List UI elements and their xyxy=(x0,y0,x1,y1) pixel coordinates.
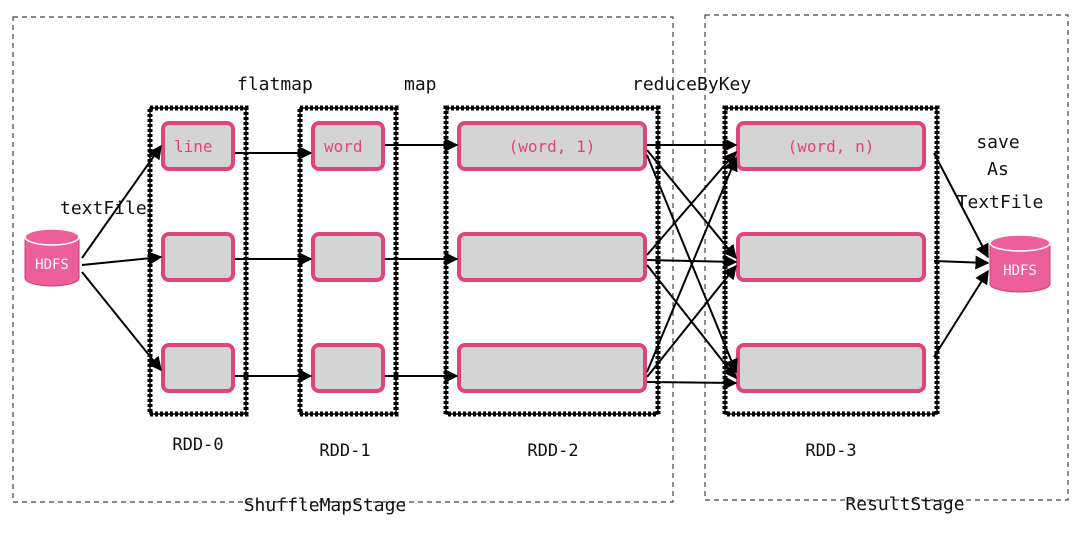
rdd3-label: RDD-3 xyxy=(805,441,856,461)
rdd0-partition-1 xyxy=(161,121,235,171)
rdd0-partition-1-text: line xyxy=(174,137,213,156)
rdd2-partition-1-text: (word, 1) xyxy=(509,137,596,156)
rdd3-partition-3 xyxy=(736,343,926,393)
shuffle-edges xyxy=(646,138,738,390)
rdd2-partition-1 xyxy=(457,121,647,171)
rdd3-partition-2 xyxy=(736,232,926,282)
rdd2-label: RDD-2 xyxy=(527,441,578,461)
op-map-label: map xyxy=(404,74,437,95)
edge-hdfs-rdd0-2 xyxy=(81,251,163,266)
result-stage-boundary xyxy=(704,14,1069,501)
edge-rdd3-hdfs-3 xyxy=(933,269,989,358)
op-save-label-line3: TextFile xyxy=(957,192,1044,213)
rdd0-partition-2 xyxy=(161,232,235,282)
edge-rdd3-hdfs-1 xyxy=(933,152,989,259)
rdd3-partition-1-text: (word, n) xyxy=(788,137,875,156)
op-reducebykey-label: reduceByKey xyxy=(632,74,751,95)
rdd0-label: RDD-0 xyxy=(172,435,223,455)
rdd2-partition-2 xyxy=(457,232,647,282)
rdd0-partition-3 xyxy=(161,343,235,393)
edge-hdfs-rdd0-3 xyxy=(81,271,162,372)
op-textfile-label: textFile xyxy=(60,198,147,219)
op-save-label-line1: save xyxy=(976,132,1019,153)
result-stage-label: ResultStage xyxy=(845,494,964,515)
rdd3-partition-1 xyxy=(736,121,926,171)
rdd1-partition-1-text: word xyxy=(324,137,363,156)
shuffle-map-stage-label: ShuffleMapStage xyxy=(244,495,407,516)
rdd2-partition-3 xyxy=(457,343,647,393)
hdfs-source-database-icon: HDFS xyxy=(24,228,80,287)
edge-hdfs-rdd0-1 xyxy=(81,144,162,259)
hdfs-sink-database-icon: HDFS xyxy=(989,234,1051,293)
rdd1-partition-2 xyxy=(311,232,385,282)
edge-rdd3-hdfs-2 xyxy=(933,255,990,270)
shuffle-map-stage-boundary xyxy=(12,16,674,503)
rdd1-partition-1 xyxy=(311,121,385,171)
rdd1-label: RDD-1 xyxy=(319,441,370,461)
rdd1-partition-3 xyxy=(311,343,385,393)
op-flatmap-label: flatmap xyxy=(237,74,313,95)
hdfs-sink-label: HDFS xyxy=(1003,263,1037,279)
hdfs-source-label: HDFS xyxy=(35,257,69,273)
op-save-label-line2: As xyxy=(987,159,1009,180)
